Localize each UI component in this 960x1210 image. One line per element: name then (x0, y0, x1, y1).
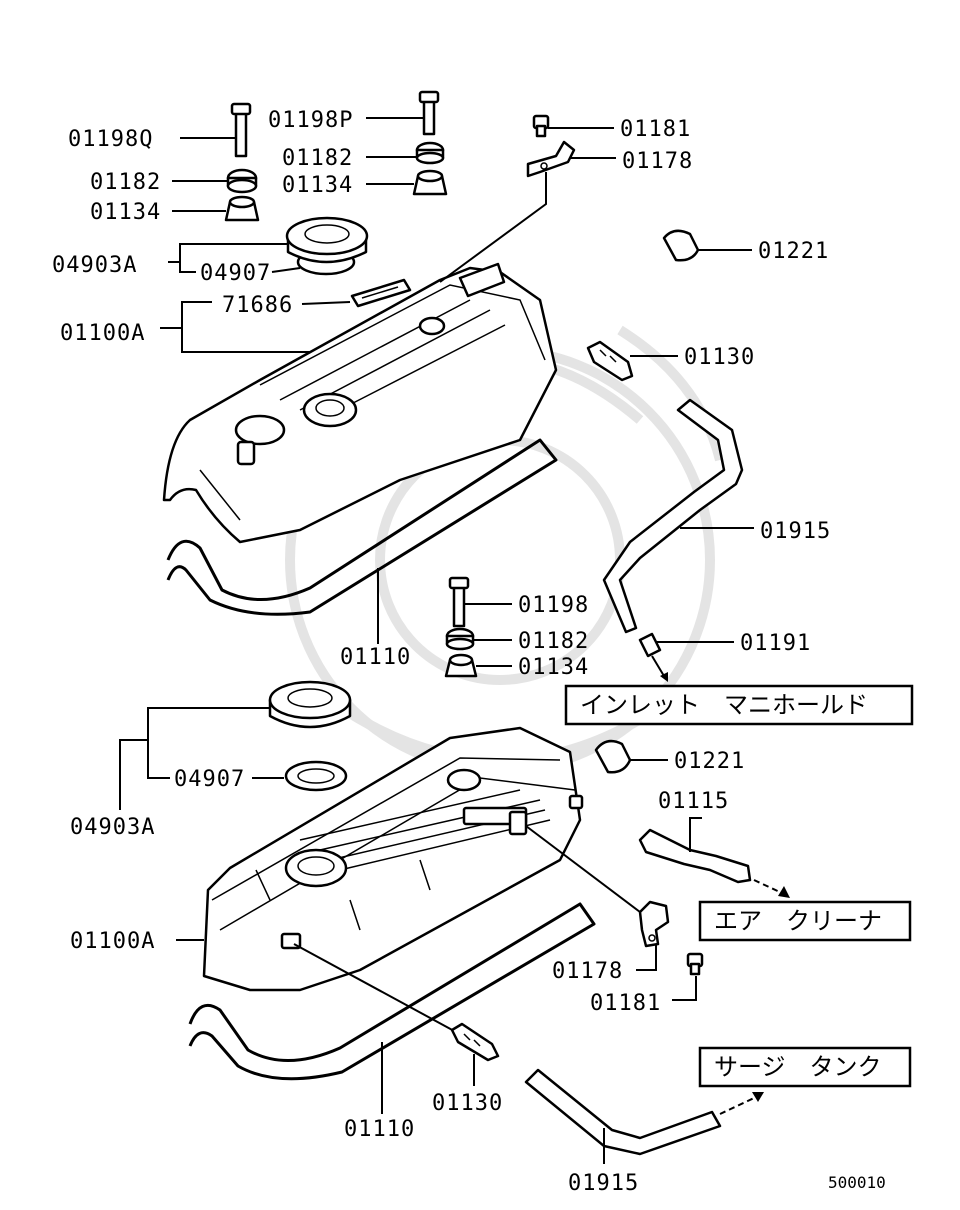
label-04907-lower: 04907 (174, 767, 245, 792)
grommet-01134-middle (444, 653, 478, 678)
label-01130-upper: 01130 (684, 345, 755, 370)
label-01915-lower: 01915 (568, 1171, 639, 1196)
hose-01915-lower (524, 1068, 722, 1156)
bolt-01181-lower (686, 952, 704, 976)
destination-surge-tank-box (698, 1046, 912, 1088)
destination-intake-manifold: インレット マニホールド (580, 691, 868, 719)
label-01191: 01191 (740, 631, 811, 656)
label-01134-upper-left: 01134 (90, 200, 161, 225)
clip-01191 (638, 632, 662, 658)
bolt-01198 (448, 576, 470, 628)
label-01110-lower: 01110 (344, 1117, 415, 1142)
rocker-cover-01100A-lower (202, 726, 584, 992)
label-01178-upper: 01178 (622, 149, 693, 174)
destination-surge-tank: サージ タンク (714, 1053, 882, 1081)
destination-air-cleaner: エア クリーナ (714, 907, 882, 935)
label-01110-upper: 01110 (340, 645, 411, 670)
grommet-01134-upper-left (224, 195, 260, 222)
destination-air-cleaner-box (698, 900, 912, 942)
label-04903A-lower: 04903A (70, 815, 155, 840)
label-01115: 01115 (658, 789, 729, 814)
label-01198: 01198 (518, 593, 589, 618)
bolt-01181-upper (532, 114, 550, 138)
hose-01115 (638, 828, 752, 884)
label-01100A-lower: 01100A (70, 929, 155, 954)
rocker-cover-01100A-upper (162, 262, 558, 544)
label-01181-lower: 01181 (590, 991, 661, 1016)
cap-01221-lower (594, 739, 632, 774)
label-01221-upper: 01221 (758, 239, 829, 264)
gasket-01110-upper (166, 438, 558, 616)
gasket-04907-lower (284, 760, 348, 792)
nameplate-71686 (350, 278, 412, 308)
washer-01182-middle (445, 627, 475, 651)
hose-01915-upper (602, 398, 744, 634)
pcv-valve-01130-upper (586, 340, 634, 382)
clip-01178-upper (526, 140, 576, 178)
label-04907-upper: 04907 (200, 261, 271, 286)
label-01134-middle: 01134 (518, 655, 589, 680)
label-01182-middle: 01182 (518, 629, 589, 654)
pcv-valve-01130-lower (450, 1022, 500, 1062)
label-01182-upper-left: 01182 (90, 170, 161, 195)
label-01198P: 01198P (268, 108, 353, 133)
label-01181-upper: 01181 (620, 117, 691, 142)
destination-intake-manifold-box (564, 684, 914, 726)
washer-01182-upper-center (415, 141, 445, 165)
cap-01221-upper (662, 229, 700, 262)
oil-cap-04903A-upper (285, 216, 369, 276)
label-04903A-upper: 04903A (52, 253, 137, 278)
bolt-01198P (418, 90, 440, 136)
gasket-01110-lower (188, 902, 596, 1081)
grommet-01134-upper-center (412, 169, 448, 196)
label-01915-upper: 01915 (760, 519, 831, 544)
label-71686: 71686 (222, 293, 293, 318)
label-01134-upper-center: 01134 (282, 173, 353, 198)
label-01100A-upper: 01100A (60, 321, 145, 346)
label-01130-lower: 01130 (432, 1091, 503, 1116)
bolt-01198Q (230, 102, 252, 158)
clip-01178-lower (638, 900, 670, 948)
label-01198Q: 01198Q (68, 127, 153, 152)
oil-cap-04903A-lower (268, 680, 352, 729)
label-01178-lower: 01178 (552, 959, 623, 984)
diagram-reference-number: 500010 (828, 1173, 886, 1192)
washer-01182-upper-left (226, 168, 258, 194)
label-01182-upper-center: 01182 (282, 146, 353, 171)
label-01221-lower: 01221 (674, 749, 745, 774)
